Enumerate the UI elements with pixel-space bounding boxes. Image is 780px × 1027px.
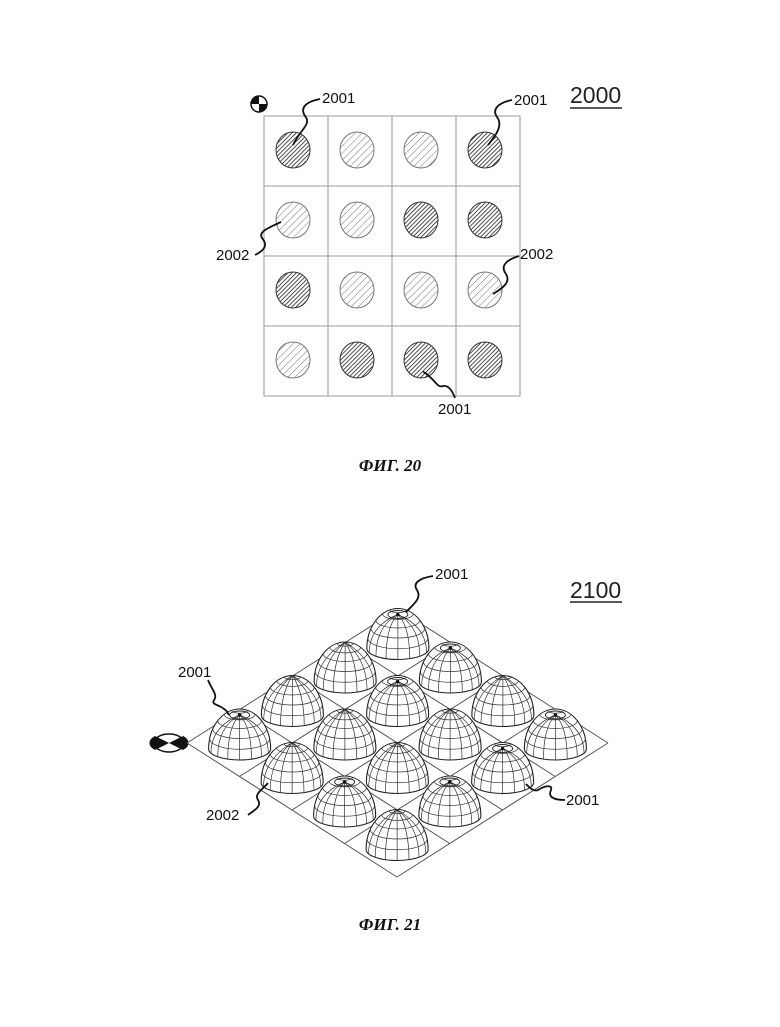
grid-cell — [328, 256, 392, 326]
figure-reference-number: 2000 — [570, 82, 621, 108]
grid-cell — [264, 116, 328, 186]
grid-cell — [456, 256, 520, 326]
lens-element-2001 — [468, 342, 502, 378]
label-2001-top-left: 2001 — [322, 90, 355, 107]
lens-element-2002 — [468, 272, 502, 308]
grid-cell — [392, 116, 456, 186]
lens-element-2002 — [404, 272, 438, 308]
grid-cell — [456, 326, 520, 396]
orientation-marker — [149, 734, 188, 752]
label-2001-top-right: 2001 — [514, 92, 547, 109]
leader-line — [208, 680, 229, 715]
figure-20: 2000 2001 2001 2002 2002 2001 ФИГ. 20 — [216, 82, 622, 475]
lens-element-2001 — [340, 342, 374, 378]
figure-21: 2100 2001 2001 2002 2001 ФИГ. 21 — [149, 566, 622, 934]
lens-element-2001 — [276, 272, 310, 308]
label-2001-bottom: 2001 — [438, 401, 471, 418]
grid-cell — [264, 256, 328, 326]
grid-cell — [456, 116, 520, 186]
label-2001-right: 2001 — [566, 792, 599, 809]
grid-cell — [392, 256, 456, 326]
lens-element-2002 — [276, 202, 310, 238]
leader-line — [293, 99, 320, 145]
dome-lens-2001 — [367, 609, 429, 660]
leader-line — [406, 576, 433, 612]
grid-cell — [328, 116, 392, 186]
grid-cell — [328, 186, 392, 256]
grid-cell — [456, 186, 520, 256]
label-2001-top: 2001 — [435, 566, 468, 583]
label-2002-left: 2002 — [216, 247, 249, 264]
grid-cell — [264, 186, 328, 256]
label-2002-bottom-left: 2002 — [206, 807, 239, 824]
lens-element-2001 — [276, 132, 310, 168]
label-2001-left: 2001 — [178, 664, 211, 681]
lens-element-2002 — [340, 202, 374, 238]
grid-cell — [392, 186, 456, 256]
lens-element-2002 — [404, 132, 438, 168]
figure-caption: ФИГ. 20 — [359, 456, 422, 475]
label-2002-right: 2002 — [520, 246, 553, 263]
figure-caption: ФИГ. 21 — [359, 915, 421, 934]
figure-reference-number: 2100 — [570, 577, 621, 603]
lens-element-2002 — [340, 132, 374, 168]
grid-cell — [264, 326, 328, 396]
lens-element-2001 — [468, 132, 502, 168]
lens-grid-2d — [264, 116, 520, 396]
grid-cell — [328, 326, 392, 396]
lens-element-2002 — [340, 272, 374, 308]
lens-element-2002 — [276, 342, 310, 378]
orientation-marker — [251, 96, 267, 112]
lens-element-2001 — [404, 202, 438, 238]
lens-element-2001 — [468, 202, 502, 238]
leader-line — [423, 372, 455, 398]
lens-element-2001 — [404, 342, 438, 378]
lens-grid-isometric — [187, 609, 608, 878]
